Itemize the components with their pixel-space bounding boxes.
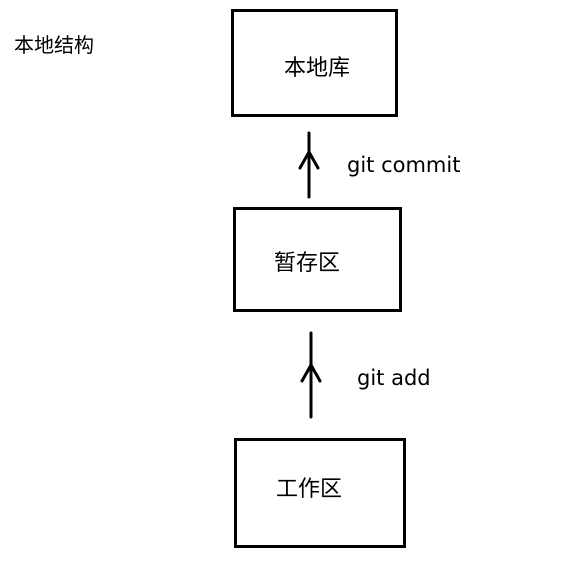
add-arrow-head <box>300 363 322 383</box>
git-commit-label: git commit <box>347 153 461 177</box>
commit-arrow-head <box>298 150 320 170</box>
working-dir-label: 工作区 <box>276 477 343 502</box>
local-repo-label: 本地库 <box>284 56 351 81</box>
staging-area-box <box>233 207 402 312</box>
add-arrow <box>300 331 322 419</box>
working-dir-box <box>234 438 406 548</box>
commit-arrow <box>298 131 320 199</box>
diagram-title: 本地结构 <box>14 33 94 57</box>
git-add-label: git add <box>357 366 431 390</box>
staging-area-label: 暂存区 <box>274 251 341 276</box>
local-repo-box <box>231 9 398 117</box>
